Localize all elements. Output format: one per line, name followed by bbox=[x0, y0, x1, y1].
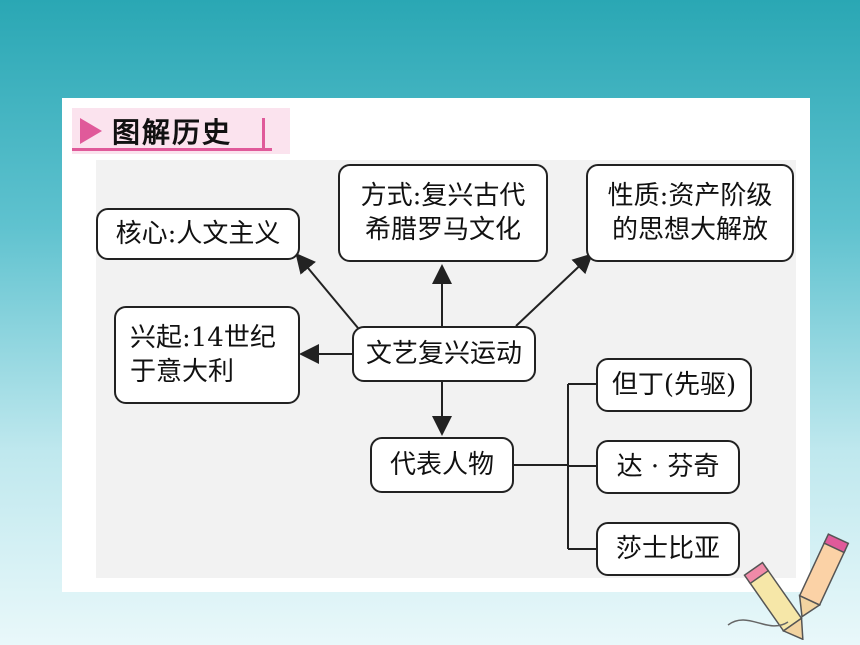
center-box: 文艺复兴运动 bbox=[352, 326, 536, 382]
nature-line-2: 的思想大解放 bbox=[611, 215, 768, 245]
nature-box: 性质:资产阶级 的思想大解放 bbox=[586, 164, 794, 262]
center-label: 文艺复兴运动 bbox=[365, 339, 522, 369]
nature-line-1: 性质:资产阶级 bbox=[607, 181, 773, 211]
figure-shakespeare-label: 莎士比亚 bbox=[615, 534, 720, 564]
figures-label: 代表人物 bbox=[389, 450, 494, 480]
header-side-bar bbox=[262, 118, 265, 148]
figure-shakespeare-box: 莎士比亚 bbox=[596, 522, 740, 576]
section-title: 图解历史 bbox=[112, 116, 233, 149]
play-triangle-icon bbox=[80, 118, 102, 144]
arrow-to-core bbox=[295, 252, 359, 329]
section-header bbox=[72, 108, 290, 154]
core-box: 核心:人文主义 bbox=[96, 208, 300, 260]
figure-davinci-label: 达 · 芬奇 bbox=[616, 452, 720, 482]
origin-line-1: 兴起:14世纪 bbox=[130, 323, 276, 353]
figure-dante-label: 但丁(先驱) bbox=[611, 370, 737, 400]
method-line-1: 方式:复兴古代 bbox=[360, 181, 526, 211]
figure-dante-box: 但丁(先驱) bbox=[596, 358, 752, 412]
origin-box: 兴起:14世纪 于意大利 bbox=[114, 306, 300, 404]
core-label: 核心:人文主义 bbox=[115, 219, 281, 249]
arrow-to-nature bbox=[515, 253, 593, 327]
header-underline bbox=[72, 148, 272, 151]
pencil-decoration-icon bbox=[727, 533, 850, 640]
origin-line-2: 于意大利 bbox=[130, 357, 235, 387]
method-line-2: 希腊罗马文化 bbox=[364, 215, 521, 245]
method-box: 方式:复兴古代 希腊罗马文化 bbox=[338, 164, 548, 262]
figures-box: 代表人物 bbox=[370, 437, 514, 493]
figure-davinci-box: 达 · 芬奇 bbox=[596, 440, 740, 494]
